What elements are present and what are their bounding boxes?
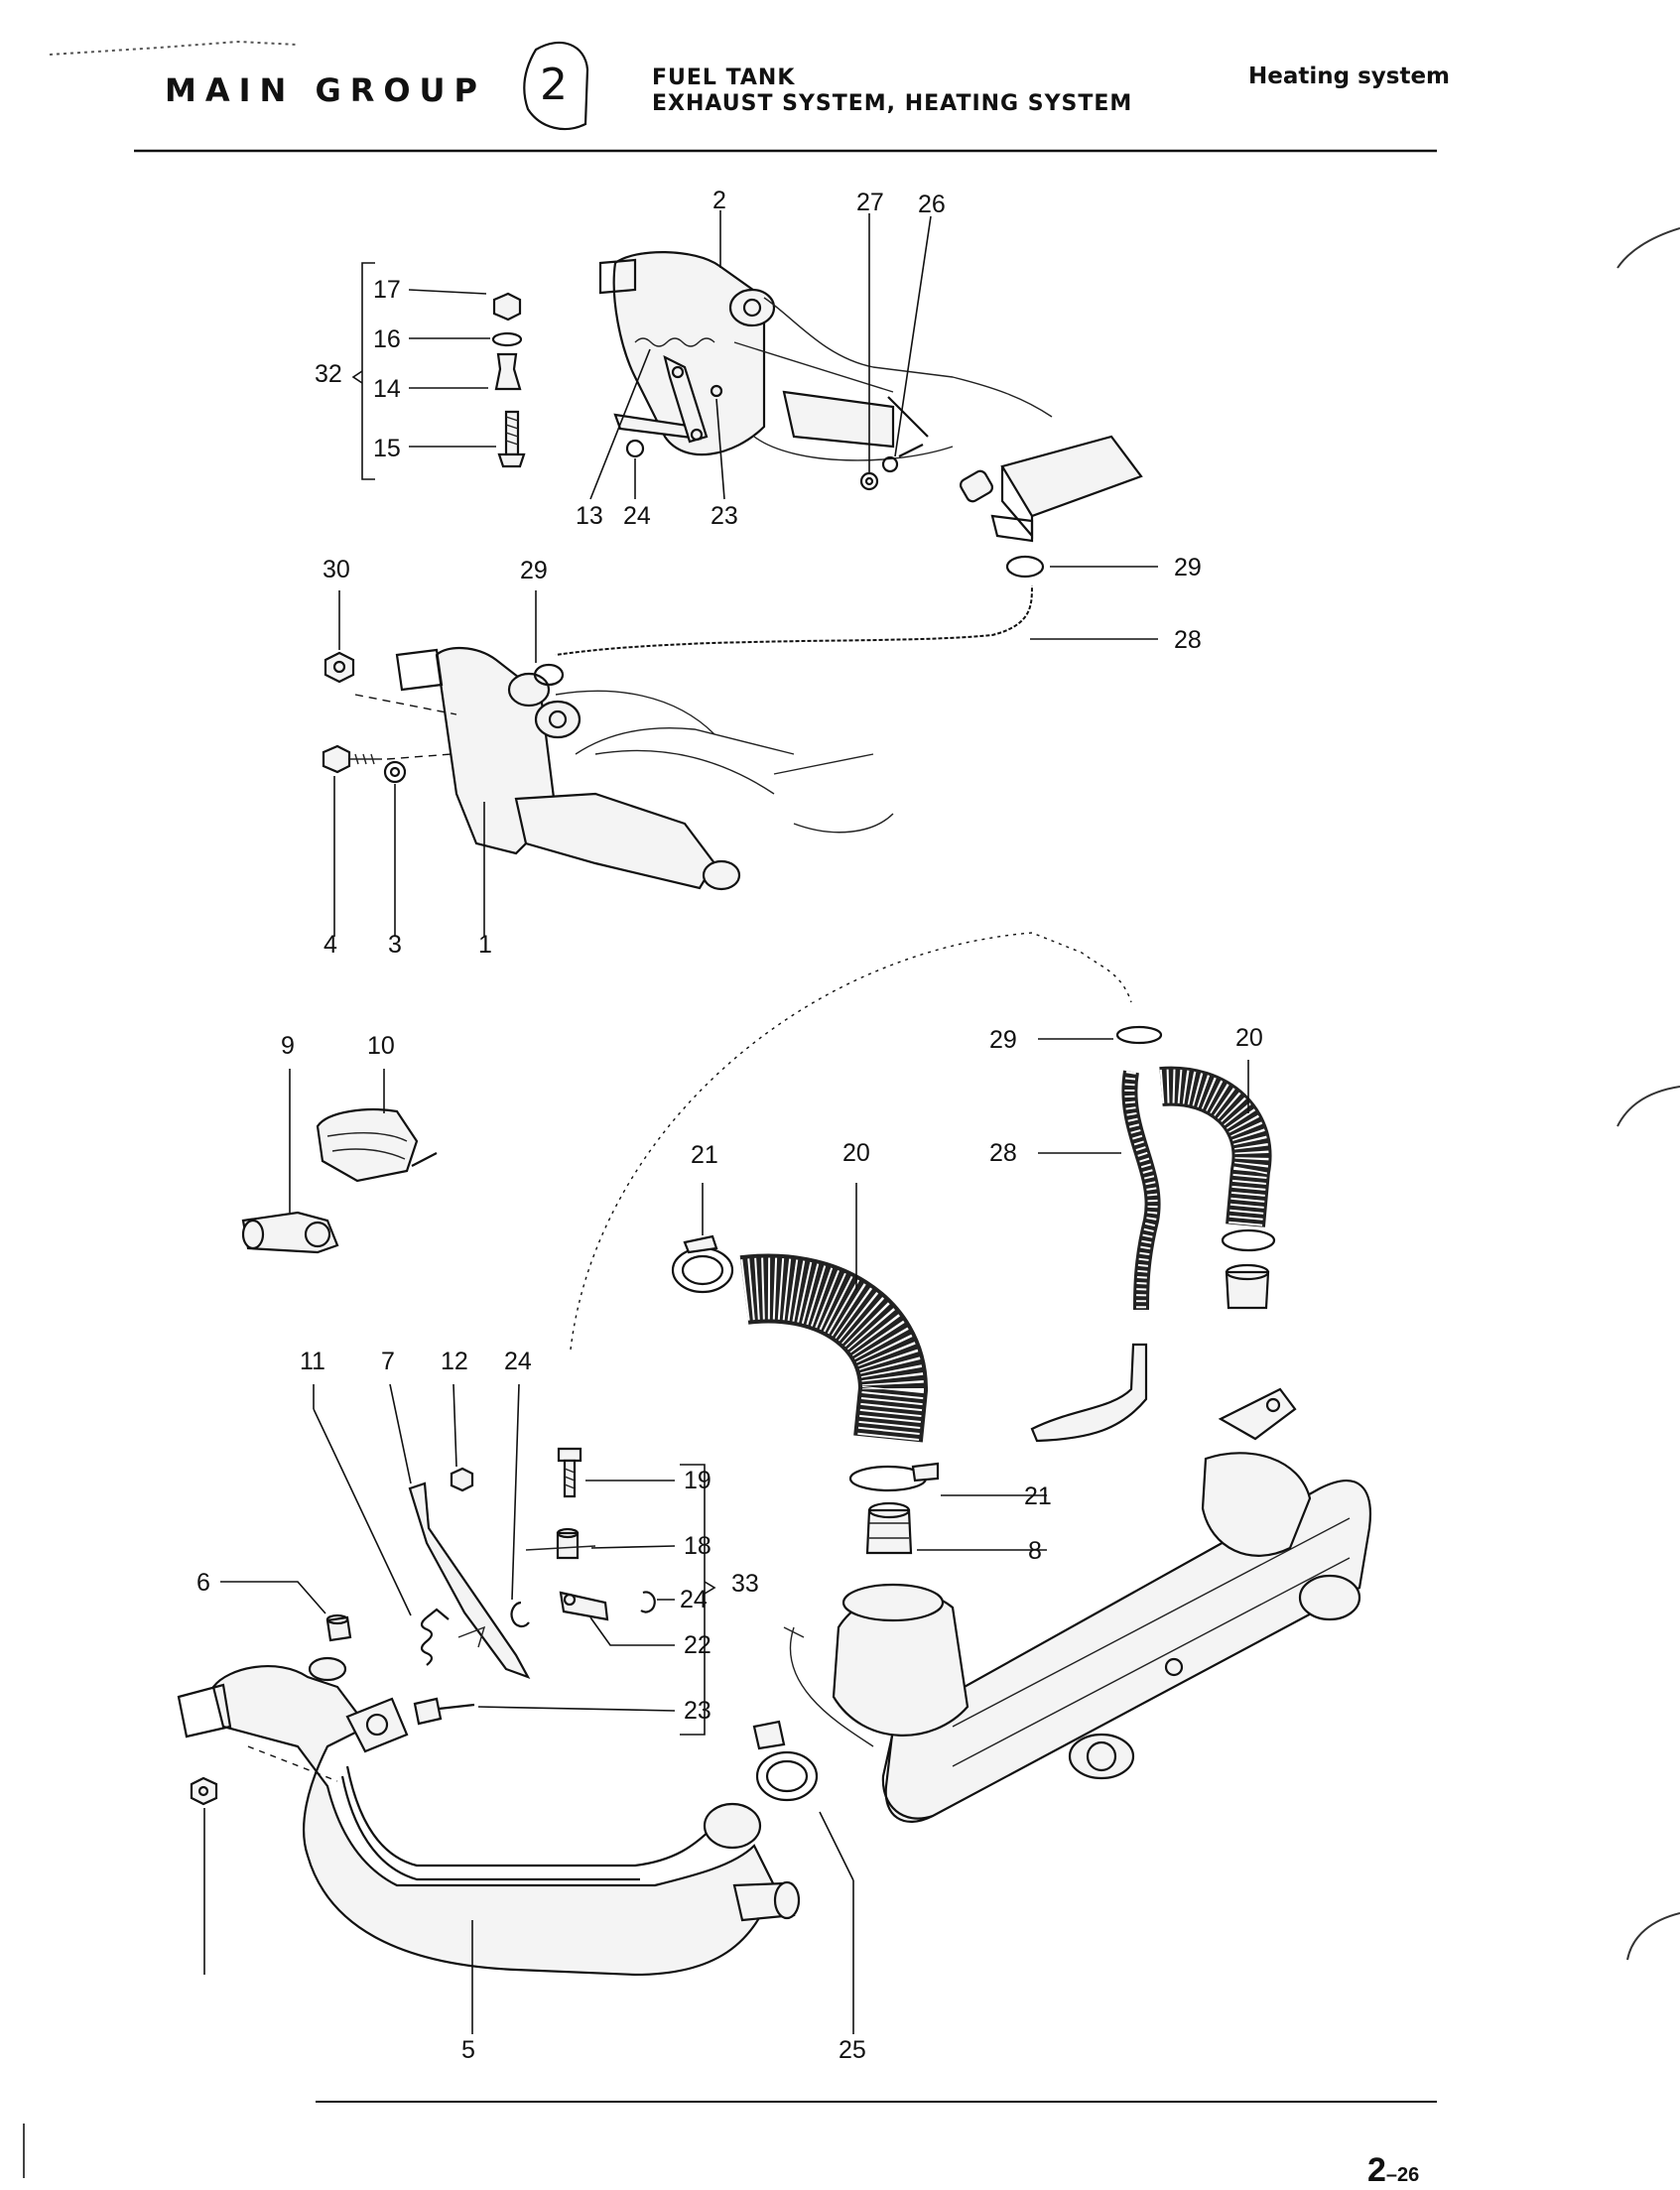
page-number-sub: –26: [1385, 2164, 1420, 2186]
scan-artifacts: [23, 40, 1680, 2178]
heat-exchanger-lower-right: [783, 1387, 1371, 1823]
callout-19: 19: [684, 1467, 711, 1494]
leader-lines: [203, 210, 1249, 2034]
callout-13: 13: [576, 502, 603, 530]
callout-6: 6: [196, 1569, 210, 1597]
heat-exchanger-lower-left: [177, 1656, 819, 1977]
callout-29-mid-left: 29: [520, 557, 548, 584]
title-line-1: FUEL TANK: [652, 65, 796, 90]
callout-4: 4: [323, 931, 337, 959]
control-flap-parts-9-10: [241, 1108, 438, 1254]
callout-21-lower: 21: [1024, 1482, 1052, 1510]
callout-7: 7: [381, 1348, 395, 1375]
callout-9: 9: [281, 1032, 295, 1060]
bolt-stack-32: [491, 292, 526, 468]
title-line-2: EXHAUST SYSTEM, HEATING SYSTEM: [652, 91, 1133, 116]
callout-5: 5: [461, 2036, 475, 2064]
page-number-main: 2: [1367, 2151, 1386, 2189]
callout-23-lower: 23: [684, 1697, 711, 1725]
callout-32: 32: [315, 360, 342, 388]
callout-1: 1: [478, 931, 492, 959]
callout-11: 11: [300, 1348, 325, 1375]
callout-18: 18: [684, 1532, 711, 1560]
callout-2: 2: [712, 187, 726, 214]
callout-29-right: 29: [989, 1026, 1017, 1054]
callout-33: 33: [731, 1570, 759, 1598]
callout-8: 8: [1028, 1537, 1042, 1565]
heater-hoses-right: [671, 1025, 1276, 1555]
section-label: Heating system: [1248, 64, 1451, 89]
main-group-label: MAIN GROUP: [165, 71, 486, 109]
callout-labels: 2 27 26 17 16 14 15 32 13 24 23 30 29 29…: [196, 187, 1263, 2064]
callout-10: 10: [367, 1032, 395, 1060]
callout-30: 30: [323, 556, 350, 583]
callout-24-top: 24: [623, 502, 651, 530]
callout-24-stack: 24: [680, 1586, 708, 1613]
page-number: 2–26: [1367, 2151, 1419, 2190]
assembly-sweep-line: [570, 932, 1132, 1351]
callout-22: 22: [684, 1631, 711, 1659]
callout-25: 25: [839, 2036, 866, 2064]
callout-24-lower: 24: [504, 1348, 532, 1375]
callout-3: 3: [388, 931, 402, 959]
callout-14: 14: [373, 375, 401, 403]
heat-exchanger-middle-assembly: [322, 555, 1045, 891]
callout-29-mid-right: 29: [1174, 554, 1202, 581]
callout-28-mid: 28: [1174, 626, 1202, 654]
callout-16: 16: [373, 325, 401, 353]
callout-21-top: 21: [691, 1141, 718, 1169]
group-number-badge: 2: [523, 41, 589, 131]
callout-26: 26: [918, 191, 946, 218]
callout-15: 15: [373, 435, 401, 462]
heat-exchanger-upper-assembly: [598, 251, 1143, 543]
callout-17: 17: [373, 276, 401, 304]
flap-linkage-parts: [325, 1447, 656, 1726]
callout-27: 27: [856, 189, 884, 216]
callout-12: 12: [441, 1348, 468, 1375]
group-number: 2: [540, 60, 568, 110]
callout-28-right: 28: [989, 1139, 1017, 1167]
callout-20-right: 20: [1235, 1024, 1263, 1052]
callout-23-top: 23: [711, 502, 738, 530]
callout-20-center: 20: [842, 1139, 870, 1167]
